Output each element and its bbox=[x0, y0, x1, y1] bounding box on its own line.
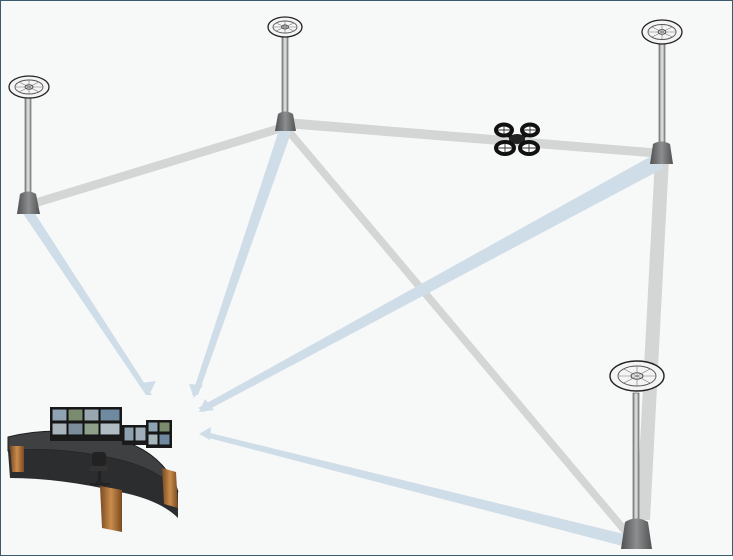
sensor-pole bbox=[24, 91, 32, 201]
uplinks bbox=[22, 130, 664, 549]
sensor-base bbox=[621, 518, 652, 549]
control-room-console-icon bbox=[7, 407, 179, 532]
sensor-pole bbox=[281, 32, 289, 122]
quadcopter-drone-icon bbox=[494, 122, 540, 156]
arrowhead-a bbox=[141, 381, 156, 395]
uplink-a-station bbox=[22, 212, 152, 395]
mesh-links bbox=[27, 118, 669, 545]
link-b-c bbox=[286, 118, 662, 158]
antenna-sensor-icon bbox=[641, 19, 683, 45]
sensor-a bbox=[8, 75, 50, 214]
uplink-c-station bbox=[198, 154, 664, 412]
arrowhead-c bbox=[199, 399, 214, 412]
antenna-sensor-icon bbox=[609, 360, 665, 392]
sensor-base bbox=[17, 191, 40, 214]
antenna-sensor-icon bbox=[8, 75, 50, 99]
sensor-base bbox=[650, 141, 673, 164]
sensor-e bbox=[609, 360, 665, 549]
link-a-b bbox=[27, 122, 286, 210]
sensor-base bbox=[275, 111, 296, 131]
monitor-wall bbox=[50, 407, 172, 448]
console-end-far bbox=[162, 468, 178, 508]
arrowhead-b bbox=[189, 384, 203, 398]
console-end-right bbox=[100, 486, 122, 532]
sensor-pole bbox=[632, 392, 640, 522]
link-c-e bbox=[636, 158, 669, 520]
link-b-e bbox=[281, 128, 642, 545]
sensor-b bbox=[267, 16, 303, 131]
sensor-pole bbox=[658, 37, 666, 143]
operator-chair bbox=[90, 452, 110, 487]
console-end-left bbox=[10, 446, 24, 472]
uplink-e-station bbox=[205, 432, 634, 549]
uplink-b-station bbox=[192, 130, 292, 395]
uplink-arrowheads bbox=[141, 381, 214, 440]
arrowhead-e bbox=[199, 427, 211, 440]
antenna-sensor-icon bbox=[267, 16, 303, 38]
sensor-c bbox=[641, 19, 683, 164]
